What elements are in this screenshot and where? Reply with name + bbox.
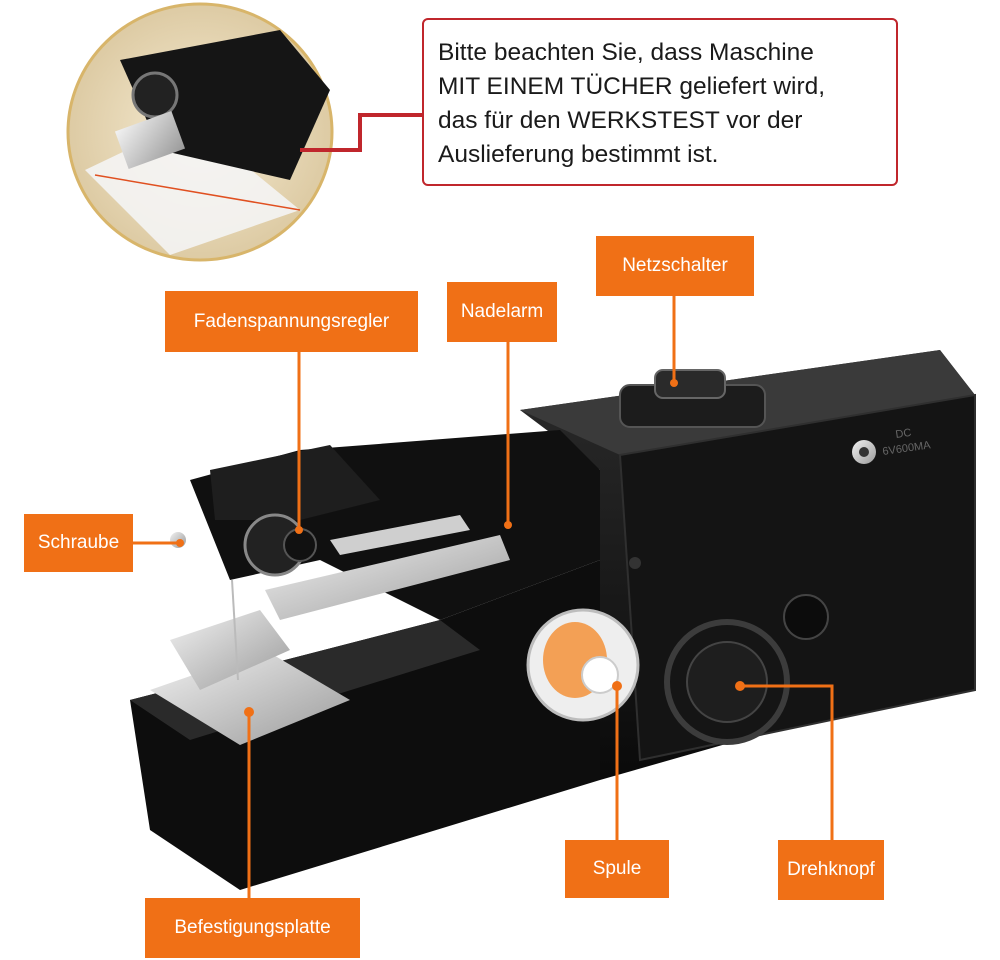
- label-spule: Spule: [565, 840, 669, 898]
- inset-closeup: [66, 2, 334, 262]
- notice-line-4: Auslieferung bestimmt ist.: [438, 141, 719, 168]
- label-fadenspannungsregler: Fadenspannungsregler: [165, 291, 418, 352]
- notice-line-2: MIT EINEM TÜCHER geliefert wird,: [438, 73, 826, 100]
- label-nadelarm: Nadelarm: [447, 282, 557, 342]
- notice-line-1: Bitte beachten Sie, dass Maschine: [438, 39, 814, 66]
- notice-line-3: das für den WERKSTEST vor der: [438, 107, 803, 134]
- label-drehknopf: Drehknopf: [778, 840, 884, 900]
- leader-drehknopf: [740, 684, 834, 840]
- leader-lines: [133, 296, 834, 898]
- inset-connector: [300, 113, 422, 152]
- device-dc-text: DC: [895, 427, 912, 441]
- label-schraube: Schraube: [24, 514, 133, 572]
- machine-body: [130, 350, 976, 890]
- label-netzschalter: Netzschalter: [596, 236, 754, 296]
- notice-callout: Bitte beachten Sie, dass Maschine MIT EI…: [422, 18, 898, 186]
- label-befestigungsplatte: Befestigungsplatte: [145, 898, 360, 958]
